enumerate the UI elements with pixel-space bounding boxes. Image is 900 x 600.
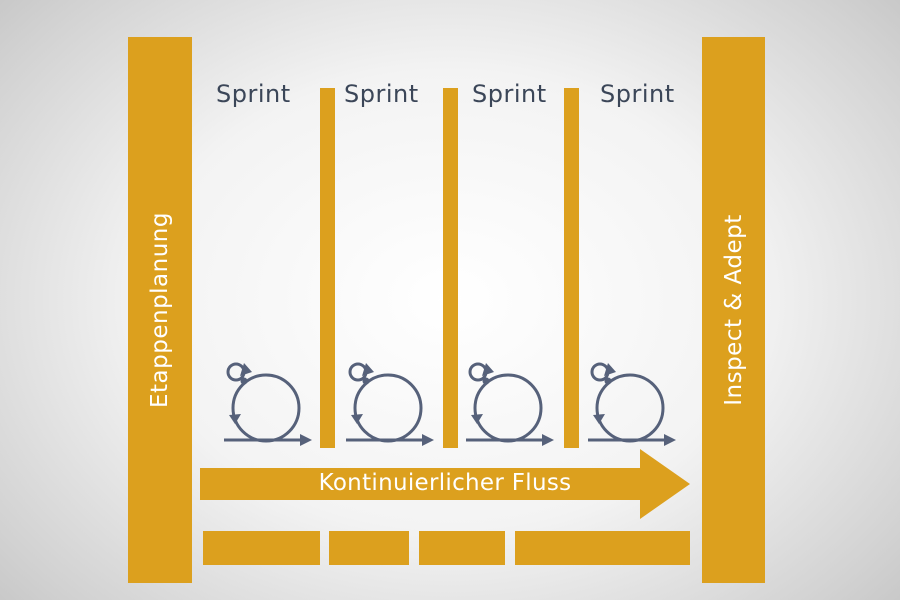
iteration-cycle-icon (588, 362, 676, 446)
segment-block-3 (419, 531, 505, 565)
sprint-divider-1 (320, 88, 335, 448)
sprint-label-3: Sprint (472, 80, 547, 108)
iteration-cycle-icon (224, 362, 312, 446)
sprint-label-1: Sprint (216, 80, 291, 108)
segment-block-1 (203, 531, 320, 565)
sprint-divider-3 (564, 88, 579, 448)
sprint-label-4: Sprint (600, 80, 675, 108)
sprint-divider-2 (443, 88, 458, 448)
iteration-cycle-icon (466, 362, 554, 446)
right-pillar (702, 37, 765, 583)
segment-block-2 (329, 531, 409, 565)
iteration-cycle-icon (346, 362, 434, 446)
sprint-label-2: Sprint (344, 80, 419, 108)
flow-label: Kontinuierlicher Fluss (318, 470, 572, 496)
segment-block-4 (515, 531, 690, 565)
left-pillar (128, 37, 192, 583)
